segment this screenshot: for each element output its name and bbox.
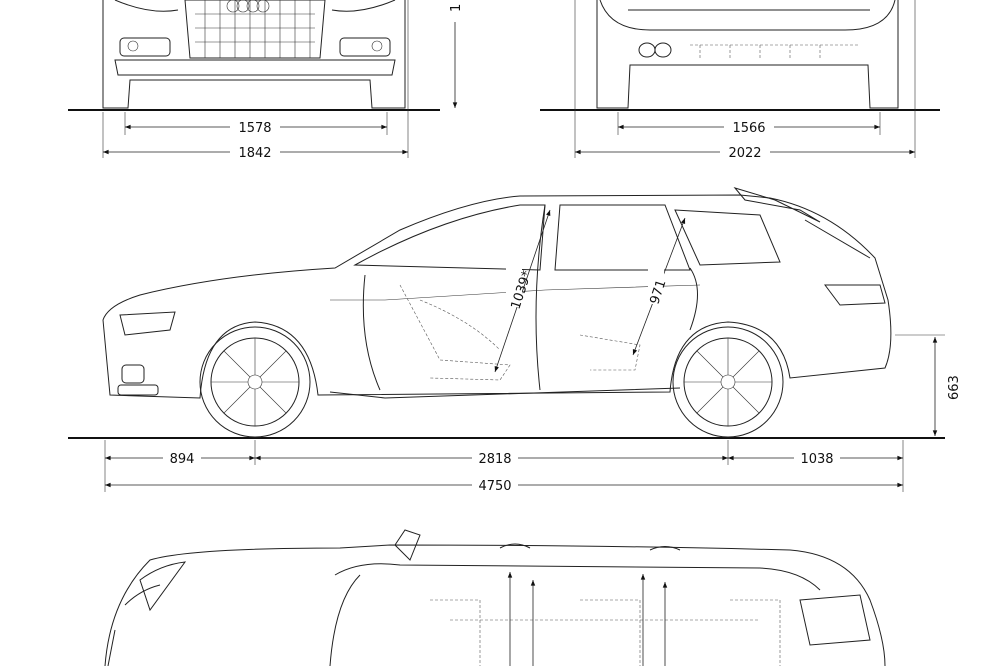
rear-overhang-label: 1038: [800, 452, 833, 467]
front-wheel: [199, 326, 311, 438]
overall-length-label: 4750: [478, 479, 511, 494]
exhaust-pipes: [638, 42, 672, 58]
wheelbase-label: 2818: [478, 452, 511, 467]
front-height-label: 1: [449, 4, 464, 12]
front-track-label: 1578: [238, 121, 271, 136]
mirror: [394, 529, 421, 561]
front-overhang-label: 894: [170, 452, 195, 467]
rear-width-label: 2022: [728, 146, 761, 161]
top-view: [104, 529, 886, 666]
taillight: [824, 284, 886, 306]
audi-rings-logo: [226, 0, 270, 13]
front-view: 1 1578 1842: [68, 0, 464, 161]
grille: [184, 0, 326, 59]
rear-wheel: [672, 326, 784, 438]
rear-track-label: 1566: [732, 121, 765, 136]
headlight: [119, 311, 176, 336]
roof-antenna: [733, 187, 821, 223]
rear-view: 1566 2022: [540, 0, 940, 161]
loading-height-label: 663: [947, 375, 962, 400]
rear-headroom-label: 971: [648, 278, 670, 306]
side-view: 1039* 971 663 894 2818 1038 4750: [68, 187, 962, 494]
front-width-label: 1842: [238, 146, 271, 161]
